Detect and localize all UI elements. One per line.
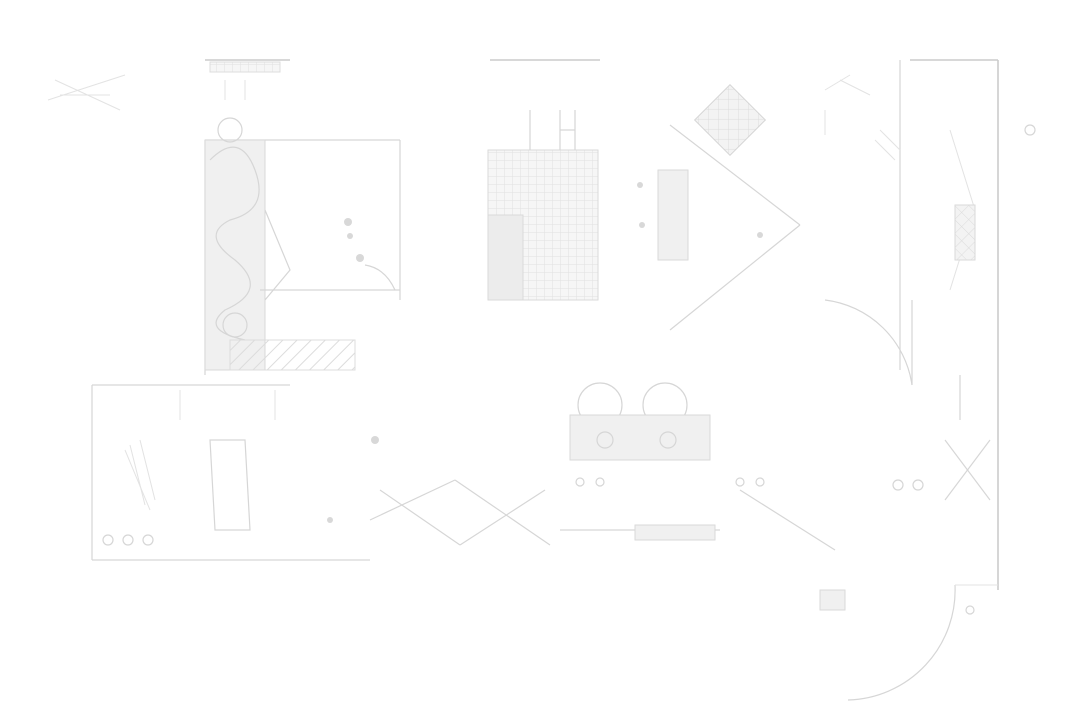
- door-swing-arc: [824, 299, 998, 701]
- armchair-icon: [179, 390, 379, 531]
- right-room-lines: [824, 60, 1036, 370]
- plant-icon: [102, 439, 156, 546]
- cross-bracing-right: [819, 439, 991, 611]
- cross-bracing-left: [47, 74, 126, 111]
- vent-top-left: [209, 61, 281, 100]
- cross-bracing: [369, 479, 836, 551]
- bed-icon: [204, 117, 400, 371]
- diamond-rug: [637, 83, 801, 331]
- dining-chairs-icon: [569, 382, 765, 487]
- rug-pattern: [487, 110, 599, 301]
